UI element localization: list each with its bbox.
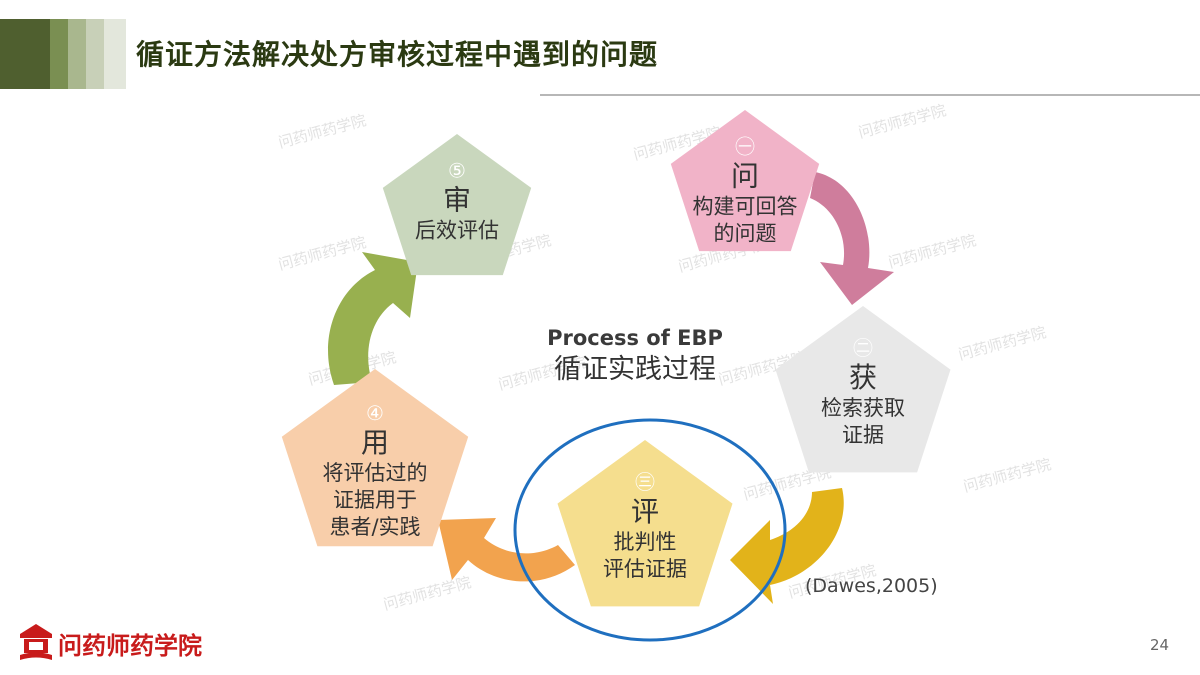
step-description: 的问题 xyxy=(714,222,777,246)
step-description: 患者/实践 xyxy=(329,515,420,539)
step-keyword: 获 xyxy=(849,361,877,394)
page-number: 24 xyxy=(1150,636,1170,654)
step-description: 证据 xyxy=(842,423,884,447)
watermark-text: 问药师药学院 xyxy=(276,111,368,152)
step-description: 证据用于 xyxy=(333,488,417,512)
citation: (Dawes,2005) xyxy=(805,575,938,597)
slide-title: 循证方法解决处方审核过程中遇到的问题 xyxy=(136,38,659,71)
watermark-text: 问药师药学院 xyxy=(961,455,1053,496)
academy-logo-icon xyxy=(20,624,52,660)
highlight-ellipse xyxy=(513,418,787,642)
academy-logo-text: 问药师药学院 xyxy=(58,632,202,660)
cycle-arrows xyxy=(328,172,894,604)
header-bar-5 xyxy=(104,19,126,89)
center-title-en: Process of EBP xyxy=(547,326,723,350)
step-description: 构建可回答 xyxy=(693,195,798,219)
step-description: 检索获取 xyxy=(821,396,905,420)
step-pentagon xyxy=(775,306,951,473)
step-pentagon xyxy=(281,369,469,547)
arrow-gold xyxy=(730,488,844,604)
step-pentagon xyxy=(670,110,820,252)
step-number: ㊀ xyxy=(735,135,755,159)
step-keyword: 问 xyxy=(731,160,759,193)
step-description: 评估证据 xyxy=(603,557,687,581)
header-bar-4 xyxy=(86,19,104,89)
header-bar-3 xyxy=(68,19,86,89)
header-bar-1 xyxy=(0,19,50,89)
watermark-text: 问药师药学院 xyxy=(886,231,978,272)
watermark-text: 问药师药学院 xyxy=(956,323,1048,364)
step-description: 后效评估 xyxy=(415,219,499,243)
step-pentagon xyxy=(557,440,733,607)
arrow-orange xyxy=(438,518,575,582)
step-pentagon xyxy=(382,134,532,276)
header-bar-2 xyxy=(50,19,68,89)
title-divider xyxy=(540,94,1200,96)
watermark-text: 问药师药学院 xyxy=(856,101,948,142)
step-number: ⑤ xyxy=(448,159,466,183)
center-title-cn: 循证实践过程 xyxy=(554,354,716,385)
step-description: 批判性 xyxy=(614,530,677,554)
watermark-text: 问药师药学院 xyxy=(276,233,368,274)
watermark-text: 问药师药学院 xyxy=(381,573,473,614)
step-description: 将评估过的 xyxy=(323,461,428,485)
arrow-pink xyxy=(810,172,894,305)
header-decoration xyxy=(0,19,126,89)
arrow-green xyxy=(328,252,418,385)
step-keyword: 审 xyxy=(443,184,471,217)
step-keyword: 评 xyxy=(631,495,659,528)
step-number: ④ xyxy=(366,401,384,425)
step-keyword: 用 xyxy=(361,426,389,459)
step-number: ㊂ xyxy=(635,470,655,494)
step-number: ㊁ xyxy=(853,336,873,360)
